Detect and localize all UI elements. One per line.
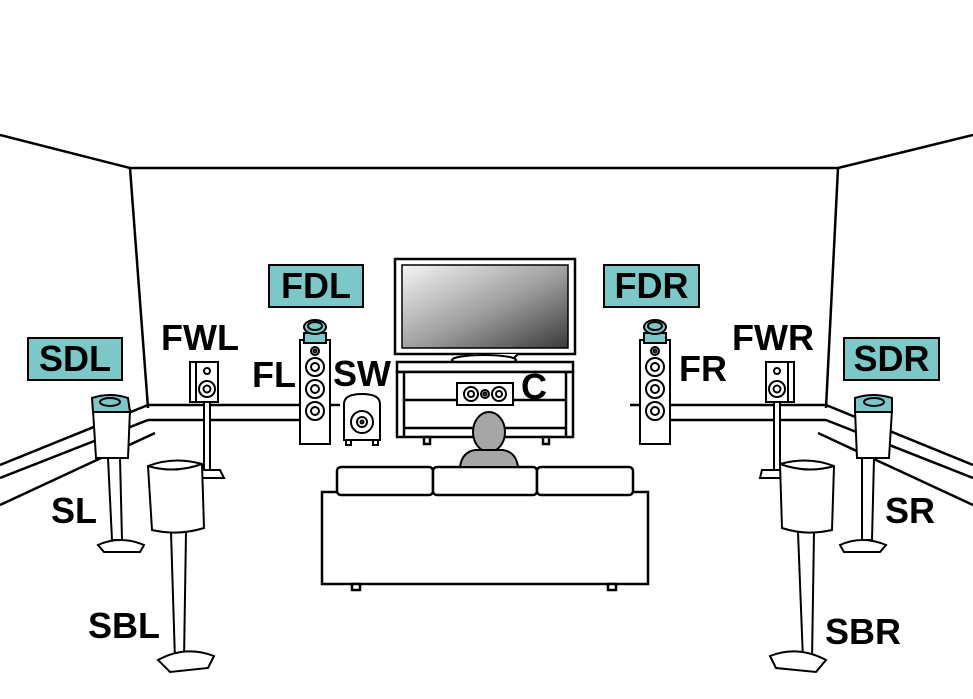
center-speaker-icon (456, 382, 514, 406)
stand-speaker-icon-sl (90, 394, 146, 553)
tower-speaker-icon-fr (639, 319, 671, 445)
sofa-icon (320, 465, 650, 592)
label-fdr: FDR (603, 264, 700, 308)
label-sr: SR (885, 490, 936, 531)
label-sdr: SDR (843, 337, 940, 381)
tv-icon (393, 257, 577, 366)
listener-icon (458, 411, 520, 468)
label-sw: SW (333, 353, 391, 394)
label-sl: SL (51, 490, 98, 531)
label-fl: FL (252, 354, 296, 395)
label-sbl: SBL (88, 605, 160, 646)
label-sbr: SBR (825, 611, 902, 652)
stand-speaker-icon-sr (838, 394, 894, 553)
label-sdl: SDL (27, 337, 123, 381)
label-c: C (521, 366, 547, 407)
bookshelf-speaker-icon-fwl (189, 361, 226, 479)
stand-speaker-icon-sbl (146, 459, 216, 674)
label-fdl: FDL (268, 264, 364, 308)
subwoofer-icon (343, 392, 381, 446)
label-fwr: FWR (732, 317, 814, 358)
bookshelf-speaker-icon-fwr (758, 361, 795, 479)
tower-speaker-icon-fl (299, 319, 331, 445)
label-fr: FR (679, 348, 727, 389)
stand-speaker-icon-sbr (768, 459, 836, 674)
room-walls (0, 133, 973, 507)
label-fwl: FWL (161, 317, 239, 358)
